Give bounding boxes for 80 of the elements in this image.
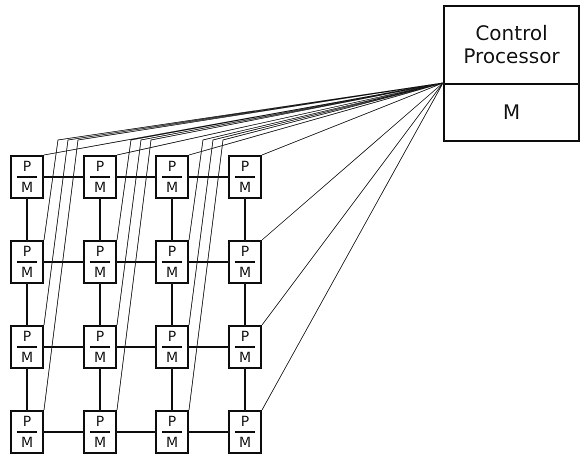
link-line bbox=[44, 431, 83, 433]
processing-element-box bbox=[228, 155, 262, 199]
link-line bbox=[244, 369, 246, 410]
processing-element-box bbox=[10, 325, 44, 369]
link-line bbox=[44, 176, 83, 178]
memory-label: M bbox=[20, 350, 34, 364]
link-line bbox=[171, 369, 173, 410]
processing-element-box bbox=[83, 155, 117, 199]
link-line bbox=[117, 176, 155, 178]
memory-label: M bbox=[20, 436, 34, 450]
processing-element-box bbox=[83, 240, 117, 284]
processing-element-box bbox=[155, 325, 189, 369]
memory-label: M bbox=[20, 180, 34, 194]
processing-element-box bbox=[155, 410, 189, 454]
control-line bbox=[116, 82, 444, 410]
processor-label: P bbox=[240, 160, 250, 174]
processing-element-box bbox=[10, 240, 44, 284]
link-line bbox=[26, 284, 28, 325]
processor-label: P bbox=[168, 160, 176, 174]
processing-element-box bbox=[10, 410, 44, 454]
link-line bbox=[189, 176, 228, 178]
processor-label: P bbox=[168, 414, 176, 428]
processing-element-box bbox=[83, 410, 117, 454]
link-line bbox=[244, 199, 246, 240]
processor-label: P bbox=[22, 330, 32, 344]
processor-label: P bbox=[168, 330, 176, 344]
link-line bbox=[189, 261, 228, 263]
link-line bbox=[99, 199, 101, 240]
processor-label: P bbox=[22, 244, 32, 258]
memory-label: M bbox=[20, 266, 34, 280]
processing-element-box bbox=[228, 410, 262, 454]
processor-label: P bbox=[96, 414, 104, 428]
processor-label: P bbox=[22, 160, 32, 174]
memory-label: M bbox=[238, 266, 252, 280]
processing-element-box bbox=[228, 325, 262, 369]
memory-label: M bbox=[238, 350, 252, 364]
control-line bbox=[262, 82, 444, 326]
link-line bbox=[26, 199, 28, 240]
link-line bbox=[189, 346, 228, 348]
processor-label: P bbox=[240, 414, 250, 428]
processor-label: P bbox=[240, 244, 250, 258]
link-line bbox=[117, 346, 155, 348]
memory-label: M bbox=[94, 180, 106, 194]
memory-label: M bbox=[238, 436, 252, 450]
processing-element-box bbox=[83, 325, 117, 369]
memory-label: M bbox=[166, 436, 178, 450]
processor-label: P bbox=[96, 160, 104, 174]
memory-label: M bbox=[94, 350, 106, 364]
link-line bbox=[171, 199, 173, 240]
memory-label: M bbox=[94, 436, 106, 450]
processing-element-box bbox=[155, 155, 189, 199]
link-line bbox=[117, 261, 155, 263]
control-line bbox=[262, 82, 444, 156]
link-line bbox=[171, 284, 173, 325]
link-line bbox=[99, 284, 101, 325]
memory-label: M bbox=[166, 266, 178, 280]
processing-element-box bbox=[155, 240, 189, 284]
processor-label: P bbox=[96, 330, 104, 344]
link-line bbox=[189, 431, 228, 433]
memory-label: M bbox=[166, 180, 178, 194]
processor-label: Control Processor bbox=[462, 22, 561, 68]
processor-label: P bbox=[168, 244, 176, 258]
processor-label: P bbox=[96, 244, 104, 258]
link-line bbox=[44, 346, 83, 348]
control-line bbox=[262, 82, 444, 240]
link-line bbox=[99, 369, 101, 410]
link-line bbox=[26, 369, 28, 410]
processing-element-box bbox=[228, 240, 262, 284]
control-processor-box bbox=[443, 5, 580, 142]
processor-label: P bbox=[22, 414, 32, 428]
control-line bbox=[262, 82, 444, 410]
memory-label: M bbox=[94, 266, 106, 280]
link-line bbox=[117, 431, 155, 433]
processing-element-box bbox=[10, 155, 44, 199]
link-line bbox=[244, 284, 246, 325]
link-line bbox=[44, 261, 83, 263]
processor-label: P bbox=[240, 330, 250, 344]
memory-label: M bbox=[238, 180, 252, 194]
memory-label: M bbox=[502, 101, 520, 124]
memory-label: M bbox=[166, 350, 178, 364]
